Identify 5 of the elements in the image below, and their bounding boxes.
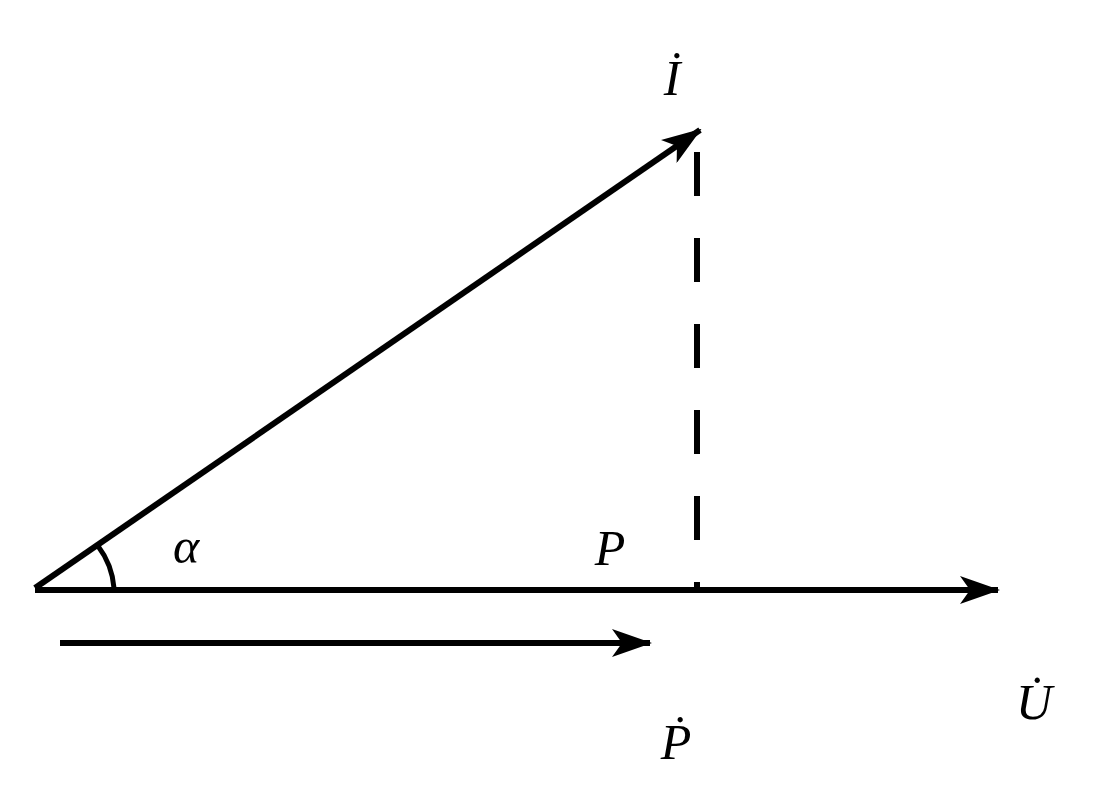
projection-label: P	[594, 519, 626, 578]
angle-label: α	[172, 517, 200, 576]
phasor-label: Ṗ	[660, 713, 692, 772]
phasor-label: U̇	[1015, 673, 1053, 732]
phasor-label: İ	[663, 49, 681, 108]
